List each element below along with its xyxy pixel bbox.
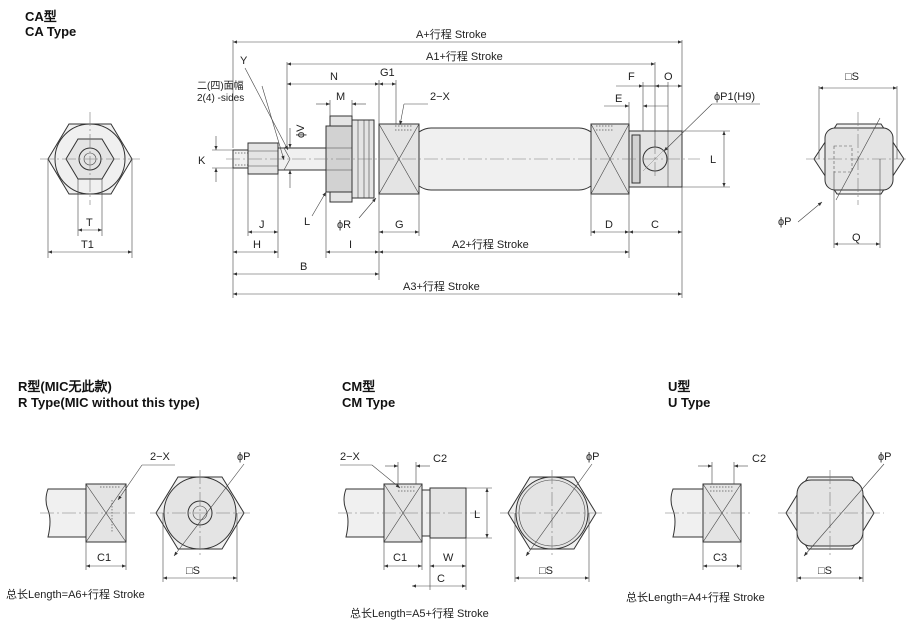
cm-c2: C2 [433,453,447,465]
r-s: □S [186,565,200,577]
dim-n: N [330,71,338,83]
ca-title-cn: CA型 [25,9,57,24]
r-2x: 2−X [150,451,171,463]
dim-a2-stroke: A2+行程 Stroke [452,238,529,251]
dim-f: F [628,71,635,83]
dim-s: □S [845,71,859,83]
dim-q: Q [852,232,861,244]
u-p: ϕP [878,451,892,463]
cm-l: L [474,509,480,521]
dim-h: H [253,239,261,251]
u-length: 总长Length=A4+行程 Stroke [626,590,765,604]
dim-y: Y [240,55,248,67]
dim-j: J [259,219,265,231]
cm-length: 总长Length=A5+行程 Stroke [350,606,489,620]
cm-c1: C1 [393,552,407,564]
cm-2x: 2−X [340,451,361,463]
dim-t1: T1 [81,239,94,251]
ca-right-end-view: □S ϕP Q [778,71,906,248]
dim-l-small: L [304,216,310,228]
dim-g: G [395,219,404,231]
dim-e: E [615,93,622,105]
sides-cn: 二(四)面幅 [197,79,244,92]
ca-left-end-view: T T1 [40,112,140,258]
dim-k: K [198,155,206,167]
cm-c: C [437,573,445,585]
dim-c: C [651,219,659,231]
dim-v: ϕV [295,124,307,138]
u-type-views: C2 C3 总长Length=A4+行程 Stroke ϕP □S [626,451,892,604]
dim-l-right: L [710,154,716,166]
dim-b: B [300,261,307,273]
dim-m: M [336,91,345,103]
dim-t: T [86,217,93,229]
dim-g1: G1 [380,67,395,79]
dim-o: O [664,71,673,83]
dim-p: ϕP [778,216,792,228]
u-c3: C3 [713,552,727,564]
r-title-cn: R型(MIC无此款) [18,379,112,394]
cm-title-en: CM Type [342,395,395,410]
r-c1: C1 [97,552,111,564]
cm-title-cn: CM型 [342,379,375,394]
r-title-en: R Type(MIC without this type) [18,395,200,410]
u-title-en: U Type [668,395,710,410]
cm-w: W [443,552,454,564]
u-c2: C2 [752,453,766,465]
r-p: ϕP [237,451,251,463]
cm-s: □S [539,565,553,577]
ca-side-view: A+行程 Stroke A1+行程 Stroke N G1 M 2−X Y 二(… [197,28,760,298]
u-title-cn: U型 [668,379,690,394]
cm-p: ϕP [586,451,600,463]
dim-2x: 2−X [430,91,451,103]
dim-p1: ϕP1(H9) [714,91,755,103]
dim-a-stroke: A+行程 Stroke [416,28,487,41]
ca-title-en: CA Type [25,24,76,39]
sides-en: 2(4) -sides [197,93,244,104]
dim-r: ϕR [337,219,351,231]
r-type-views: 2−X C1 总长Length=A6+行程 Stroke ϕP □S [6,451,251,601]
dim-i: I [349,239,352,251]
dim-d: D [605,219,613,231]
r-length: 总长Length=A6+行程 Stroke [6,587,145,601]
u-s: □S [818,565,832,577]
dim-a3-stroke: A3+行程 Stroke [403,280,480,293]
cm-type-views: 2−X C2 L C1 W C 总长Length=A5+行程 Stroke ϕP [338,451,604,620]
dim-a1-stroke: A1+行程 Stroke [426,50,503,63]
